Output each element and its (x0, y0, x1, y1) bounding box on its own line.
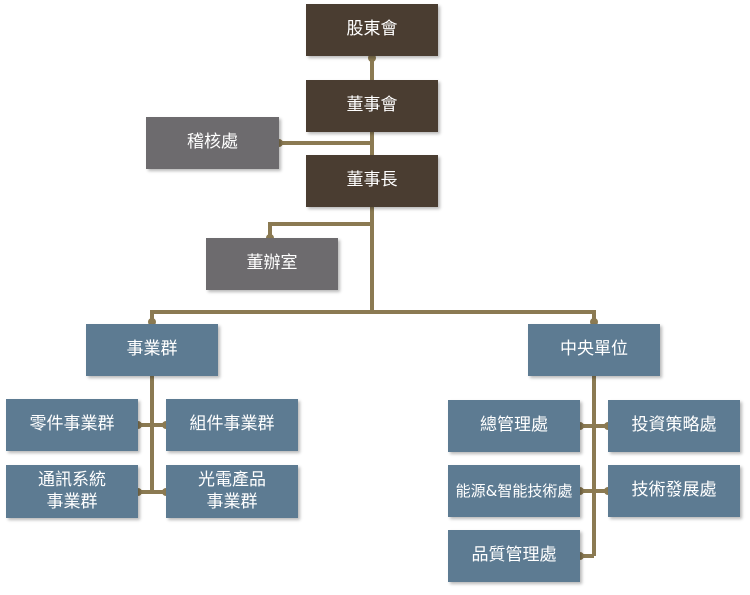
node-label-line1: 光電產品 (198, 470, 266, 491)
node-energy-ai-tech-office: 能源&智能技術處 (448, 465, 580, 517)
node-label: 董事長 (346, 170, 398, 191)
node-label: 品質管理處 (471, 545, 557, 566)
node-label: 技術發展處 (631, 480, 717, 501)
node-quality-management-office: 品質管理處 (448, 530, 580, 582)
node-central-units: 中央單位 (528, 324, 660, 376)
node-label-line1: 通訊系統 (38, 470, 106, 491)
node-label: 董辦室 (246, 253, 298, 274)
node-optoelectronics-group: 光電產品 事業群 (166, 465, 298, 518)
node-tech-development-office: 技術發展處 (608, 465, 740, 517)
node-label: 股東會 (346, 19, 398, 40)
node-label: 投資策略處 (631, 415, 717, 436)
node-components-business-group: 組件事業群 (166, 399, 298, 451)
node-label: 稽核處 (187, 132, 238, 153)
node-label-line2: 事業群 (46, 491, 98, 512)
node-label: 總管理處 (480, 415, 548, 436)
node-chairman-office: 董辦室 (206, 238, 338, 290)
node-label: 能源&智能技術處 (455, 481, 573, 500)
node-label-line2: 事業群 (206, 491, 258, 512)
node-label: 零件事業群 (29, 414, 115, 435)
node-investment-strategy-office: 投資策略處 (608, 400, 740, 452)
node-shareholders-meeting: 股東會 (306, 4, 438, 56)
node-label: 事業群 (126, 339, 178, 360)
node-general-management-office: 總管理處 (448, 400, 580, 452)
node-parts-business-group: 零件事業群 (6, 399, 138, 451)
node-label: 董事會 (346, 95, 398, 116)
node-chairman: 董事長 (306, 155, 438, 207)
node-label: 組件事業群 (189, 414, 275, 435)
node-board-of-directors: 董事會 (306, 80, 438, 132)
node-business-group: 事業群 (86, 324, 218, 376)
node-label: 中央單位 (560, 339, 628, 360)
node-communication-systems-group: 通訊系統 事業群 (6, 465, 138, 518)
node-audit-office: 稽核處 (146, 117, 279, 169)
